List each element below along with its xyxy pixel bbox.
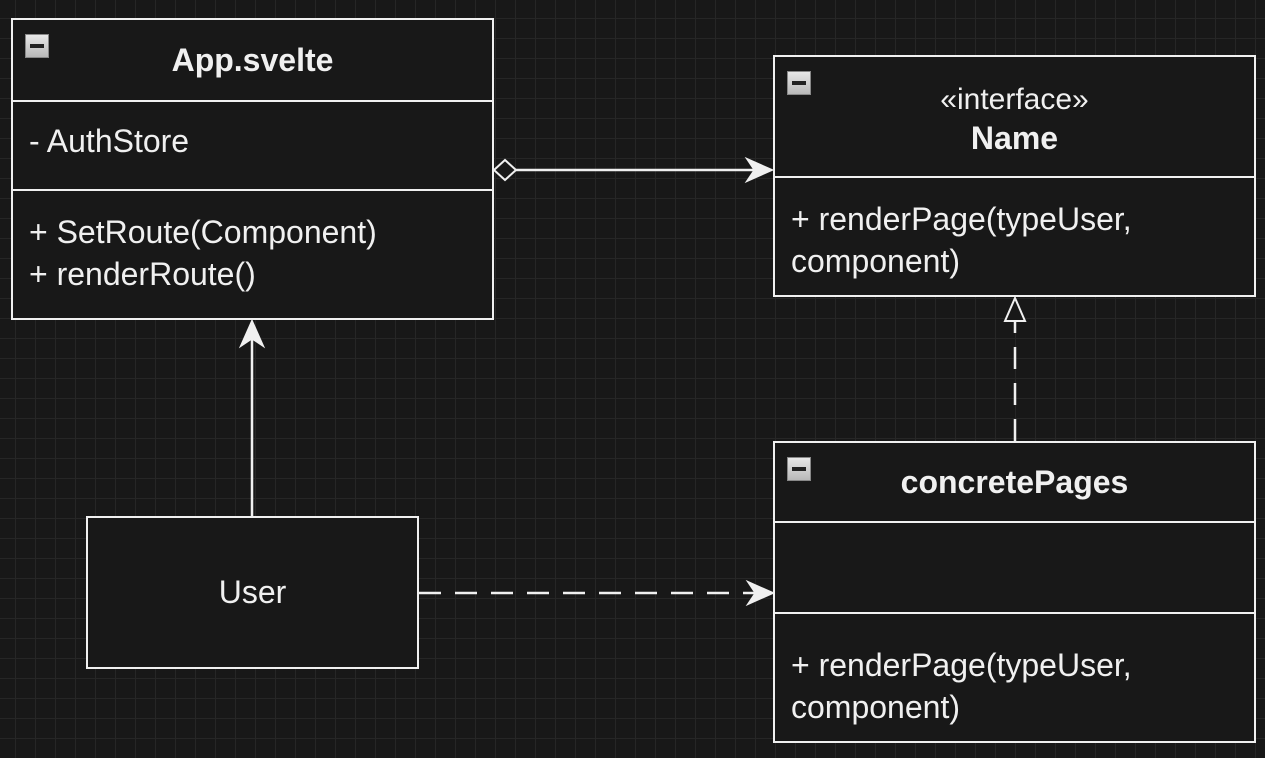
aggregation-diamond [493, 158, 518, 182]
minus-square-icon[interactable] [787, 71, 811, 95]
concrete-class-attributes [775, 521, 1254, 612]
method: + renderPage(typeUser, [791, 647, 1132, 683]
association-arrowhead [238, 318, 266, 349]
class-name: concretePages [900, 463, 1129, 500]
aggregation-arrowhead [744, 156, 775, 184]
method-continuation: component) [791, 243, 960, 279]
interface-class[interactable]: «interface» Name + renderPage(typeUser, … [773, 55, 1256, 297]
app-class-methods: + SetRoute(Component) + renderRoute() [13, 189, 492, 295]
concrete-class-methods: + renderPage(typeUser, component) [775, 612, 1254, 728]
method: + renderPage(typeUser, [791, 201, 1132, 237]
stereotype-label: «interface» [940, 83, 1089, 116]
interface-class-header: «interface» Name [775, 57, 1254, 176]
aggregation-connector[interactable] [493, 156, 775, 184]
method-continuation: component) [791, 689, 960, 725]
concrete-class-header: concretePages [775, 443, 1254, 521]
realization-connector[interactable] [1003, 295, 1027, 441]
app-class-header: App.svelte [13, 20, 492, 100]
association-connector[interactable] [238, 318, 266, 516]
method: + SetRoute(Component) [29, 214, 377, 250]
minus-square-icon[interactable] [25, 34, 49, 58]
app-svelte-class[interactable]: App.svelte - AuthStore + SetRoute(Compon… [11, 18, 494, 320]
dependency-connector[interactable] [419, 579, 776, 607]
minus-square-icon[interactable] [787, 457, 811, 481]
class-name: Name [970, 120, 1059, 156]
interface-class-methods: + renderPage(typeUser, component) [775, 176, 1254, 282]
concrete-pages-class[interactable]: concretePages + renderPage(typeUser, com… [773, 441, 1256, 743]
method: + renderRoute() [29, 256, 256, 292]
realization-arrowhead [1003, 295, 1027, 322]
app-class-attributes: - AuthStore [13, 100, 492, 189]
class-name: App.svelte [171, 41, 334, 78]
attribute: - AuthStore [29, 123, 190, 159]
dependency-arrowhead [745, 579, 776, 607]
user-box[interactable]: User [86, 516, 419, 669]
user-label: User [218, 574, 287, 610]
